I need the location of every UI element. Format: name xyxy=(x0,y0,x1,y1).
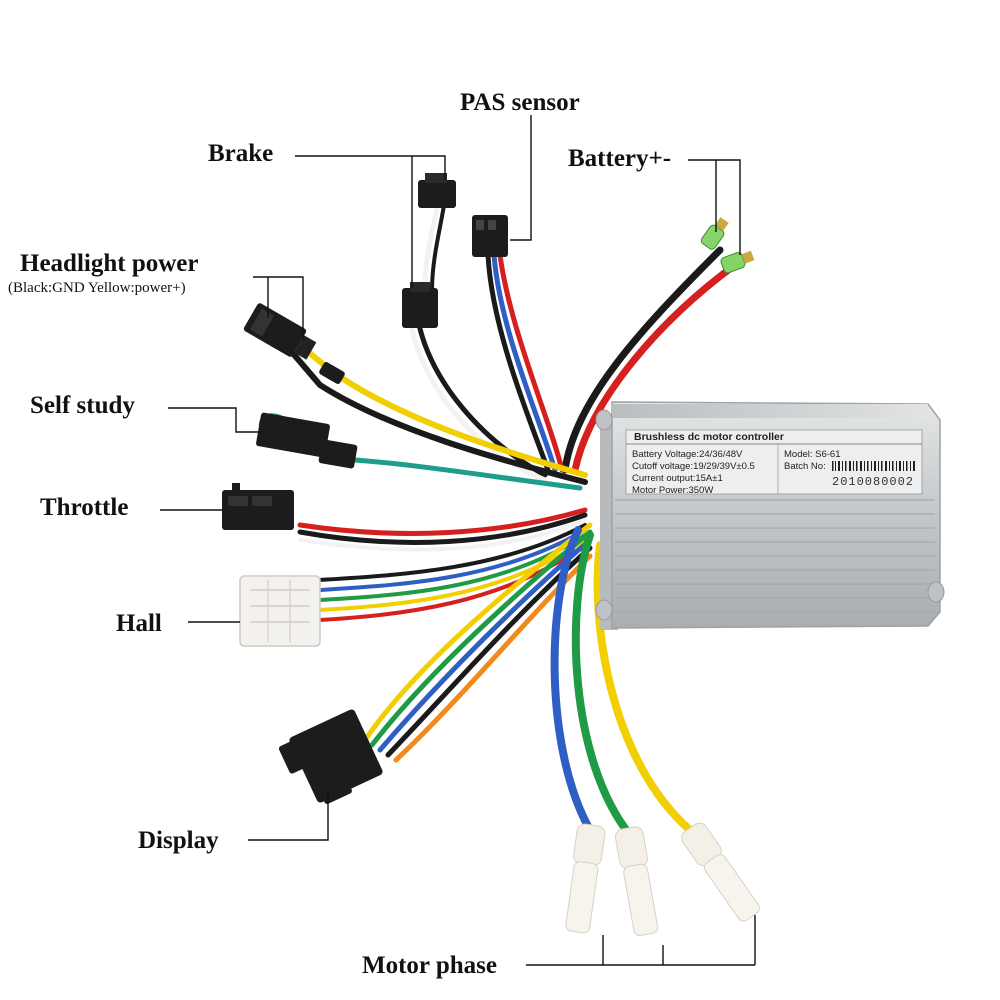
brake-connector-upper xyxy=(418,173,456,208)
batch-label: Batch No: xyxy=(784,461,826,472)
label-battery: Battery+- xyxy=(568,145,671,172)
display-connector xyxy=(278,709,383,804)
label-headlight-power: Headlight power xyxy=(20,250,198,277)
battery-terminals xyxy=(700,217,755,274)
motor-phase-connectors xyxy=(565,822,760,936)
current-output-spec: Current output:15A±1 xyxy=(632,473,723,484)
label-motor-phase: Motor phase xyxy=(362,952,497,979)
label-throttle: Throttle xyxy=(40,494,128,521)
spec-label xyxy=(625,429,923,495)
pas-connector xyxy=(472,215,508,257)
throttle-connector xyxy=(222,483,294,530)
controller-title: Brushless dc motor controller xyxy=(634,431,784,443)
self-study-connector xyxy=(256,412,358,469)
cutoff-voltage-spec: Cutoff voltage:19/29/39V±0.5 xyxy=(632,461,755,472)
label-headlight-note: (Black:GND Yellow:power+) xyxy=(8,280,186,296)
controller-housing: Brushless dc motor controller Battery Vo… xyxy=(595,401,945,630)
brake-connector-lower xyxy=(402,282,438,328)
label-self-study: Self study xyxy=(30,392,135,419)
headlight-sleeve xyxy=(319,362,345,384)
motor-power-spec: Motor Power:350W xyxy=(632,485,713,496)
label-brake: Brake xyxy=(208,140,273,167)
label-pas-sensor: PAS sensor xyxy=(460,89,580,116)
serial-number: 2010080002 xyxy=(832,475,914,489)
battery-voltage-spec: Battery Voltage:24/36/48V xyxy=(632,449,743,460)
hall-connector xyxy=(239,575,321,647)
barcode xyxy=(832,461,915,471)
label-display: Display xyxy=(138,827,219,854)
leader-lines xyxy=(160,115,756,966)
headlight-connector xyxy=(243,303,317,360)
model-spec: Model: S6-61 xyxy=(784,449,841,460)
label-hall: Hall xyxy=(116,610,162,637)
